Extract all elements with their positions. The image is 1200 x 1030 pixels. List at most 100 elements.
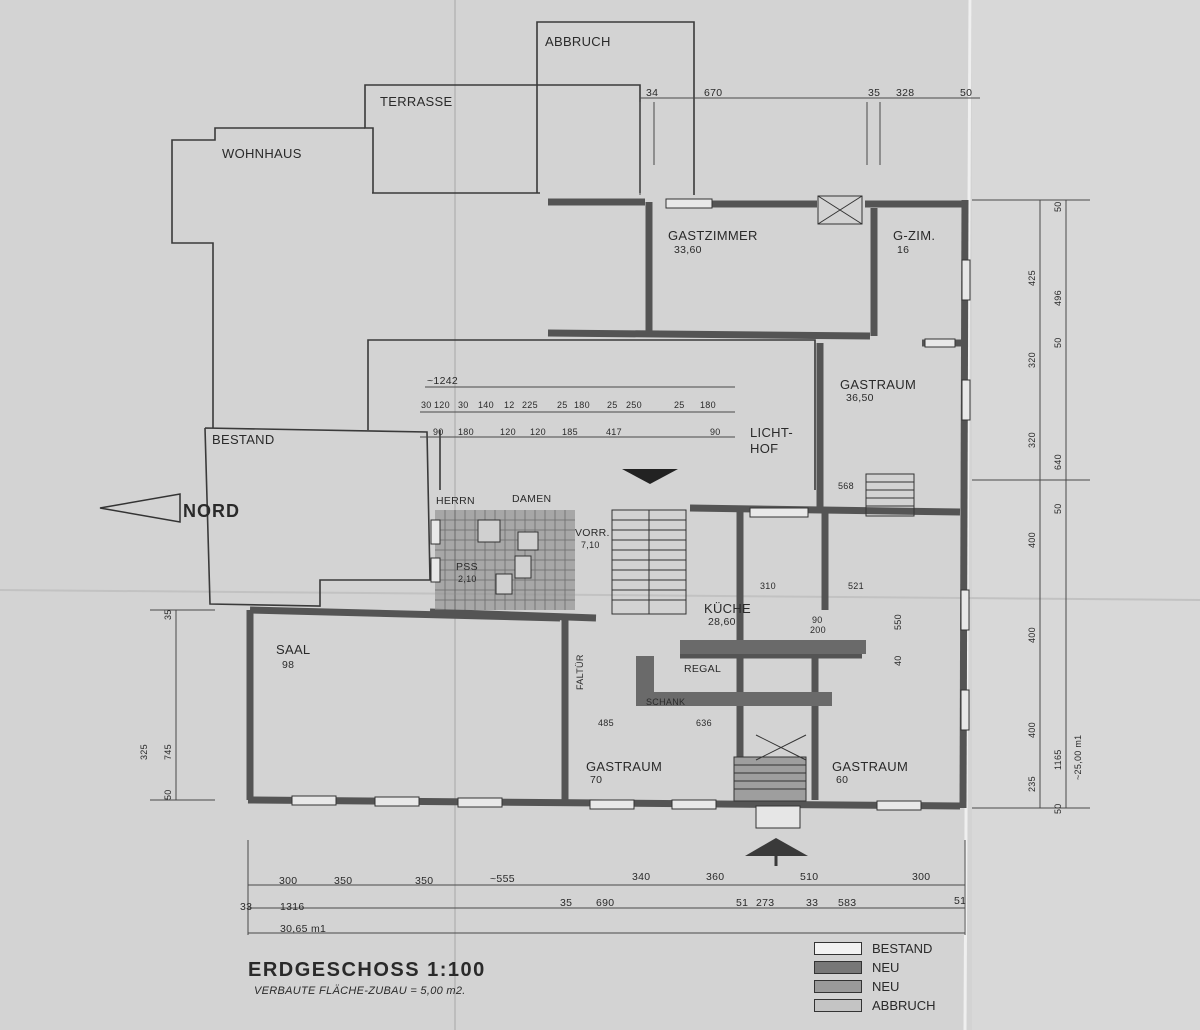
dim-left: 35 xyxy=(163,609,173,620)
room-saal-area: 98 xyxy=(282,659,295,671)
dim-bottom-1: 340 xyxy=(632,871,651,883)
inner-courtyard-outline xyxy=(367,339,816,490)
existing-outlines xyxy=(171,21,816,607)
dim-left: 325 xyxy=(139,744,149,760)
legend-swatch-abbruch xyxy=(814,999,862,1012)
room-saal: SAAL xyxy=(276,642,311,657)
abbruch-outline xyxy=(536,21,695,195)
bestand-area-label: BESTAND xyxy=(212,432,275,447)
dim-inner-r1: 120 xyxy=(434,400,450,410)
dim-bottom-2: 690 xyxy=(596,897,615,909)
wc-south-wall xyxy=(429,608,597,622)
lichthof-label-2: HOF xyxy=(750,441,779,456)
dim-top: 50 xyxy=(960,87,973,99)
dim-inner-r2: 120 xyxy=(500,427,516,437)
staircases xyxy=(611,195,915,829)
legend-swatch-neu-2 xyxy=(814,980,862,993)
dim-inner-r1: 25 xyxy=(607,400,618,410)
fold-line xyxy=(963,0,972,1030)
dim-top: 328 xyxy=(896,87,915,99)
dim-left: 50 xyxy=(163,789,173,800)
dim-right: 320 xyxy=(1027,352,1037,368)
dim-right: 50 xyxy=(1053,201,1063,212)
gastraum-stair xyxy=(865,473,915,517)
dim-right: 400 xyxy=(1027,627,1037,643)
legend-label: BESTAND xyxy=(872,941,933,956)
room-vorr-area: 7,10 xyxy=(581,540,600,550)
room-pss-area: 2,10 xyxy=(458,574,477,584)
dim-right: 50 xyxy=(1053,337,1063,348)
legend-item: BESTAND xyxy=(814,941,932,956)
door-x xyxy=(817,195,863,225)
legend-label: ABBRUCH xyxy=(872,998,936,1013)
entrance-x xyxy=(755,734,807,761)
dim-top: 670 xyxy=(704,87,723,99)
dim-inner-r2: 120 xyxy=(530,427,546,437)
dim-misc: 40 xyxy=(893,655,903,666)
entrance-landing xyxy=(755,805,801,829)
room-gzim-area: 16 xyxy=(897,244,910,256)
dim-inner-r1: 12 xyxy=(504,400,515,410)
dim-right: 425 xyxy=(1027,270,1037,286)
room-gzim: G-ZIM. xyxy=(893,228,936,243)
legend-swatch-neu xyxy=(814,961,862,974)
room-gastzimmer-area: 33,60 xyxy=(674,244,702,256)
dim-right: 50 xyxy=(1053,803,1063,814)
dim-inner-r2: 417 xyxy=(606,427,622,437)
north-label: NORD xyxy=(183,501,240,521)
dim-bottom-1: 350 xyxy=(334,875,353,887)
room-faltuer: FALTÜR xyxy=(575,654,585,690)
dim-misc: 485 xyxy=(598,718,614,728)
legend-label: NEU xyxy=(872,979,900,994)
room-herrn: HERRN xyxy=(436,495,475,507)
room-damen: DAMEN xyxy=(512,493,552,505)
terrasse-label: TERRASSE xyxy=(380,94,453,109)
dim-inner-r1: 25 xyxy=(674,400,685,410)
dim-inner-r2: 90 xyxy=(433,427,444,437)
dim-inner-r1: 180 xyxy=(574,400,590,410)
dim-right: 235 xyxy=(1027,776,1037,792)
dim-inner-r2: 90 xyxy=(710,427,721,437)
dim-right: 640 xyxy=(1053,454,1063,470)
dim-bottom-1: 510 xyxy=(800,871,819,883)
dim-inner-r1: 140 xyxy=(478,400,494,410)
dim-right: 1165 xyxy=(1053,749,1063,770)
room-gastraum-mid-area: 70 xyxy=(590,774,603,786)
dim-bottom-2: 583 xyxy=(838,897,857,909)
dim-bottom-1: 300 xyxy=(279,875,298,887)
kitchen-north-wall xyxy=(689,504,961,516)
bestand-outline xyxy=(204,427,431,607)
wohnhaus-outline xyxy=(171,127,365,428)
windows xyxy=(291,198,971,811)
dim-bottom-2: 33 xyxy=(806,897,819,909)
dim-right: 400 xyxy=(1027,722,1037,738)
room-gastraum-ne-area: 36,50 xyxy=(846,392,874,404)
fold-line xyxy=(0,589,1200,601)
room-kueche-area: 28,60 xyxy=(708,616,736,628)
legend-item: ABBRUCH xyxy=(814,998,936,1013)
room-gastraum-mid: GASTRAUM xyxy=(586,759,663,774)
dim-misc: 90 xyxy=(812,615,823,625)
dim-right: 496 xyxy=(1053,290,1063,306)
dim-right: 50 xyxy=(1053,503,1063,514)
paper-right-panel xyxy=(972,0,1200,1030)
entrance-arrow xyxy=(745,838,808,856)
dim-misc: 200 xyxy=(810,625,826,635)
corridor-wall xyxy=(547,329,871,340)
dim-misc: 310 xyxy=(760,581,776,591)
room-pss: PSS xyxy=(456,561,478,573)
dim-bottom-2: 273 xyxy=(756,897,775,909)
dim-bottom-2: 33 xyxy=(240,901,253,913)
abbruch-label: ABBRUCH xyxy=(545,34,611,49)
dim-bottom-2: 35 xyxy=(560,897,573,909)
schank-counter xyxy=(636,692,832,706)
stair-arrow-down xyxy=(622,469,678,484)
legend-swatch-bestand xyxy=(814,942,862,955)
dim-bottom-2: 51 xyxy=(954,895,967,907)
room-schank: SCHANK xyxy=(646,697,686,707)
dim-inner-r2: 180 xyxy=(458,427,474,437)
dim-misc: 568 xyxy=(838,481,854,491)
dim-right: 400 xyxy=(1027,532,1037,548)
